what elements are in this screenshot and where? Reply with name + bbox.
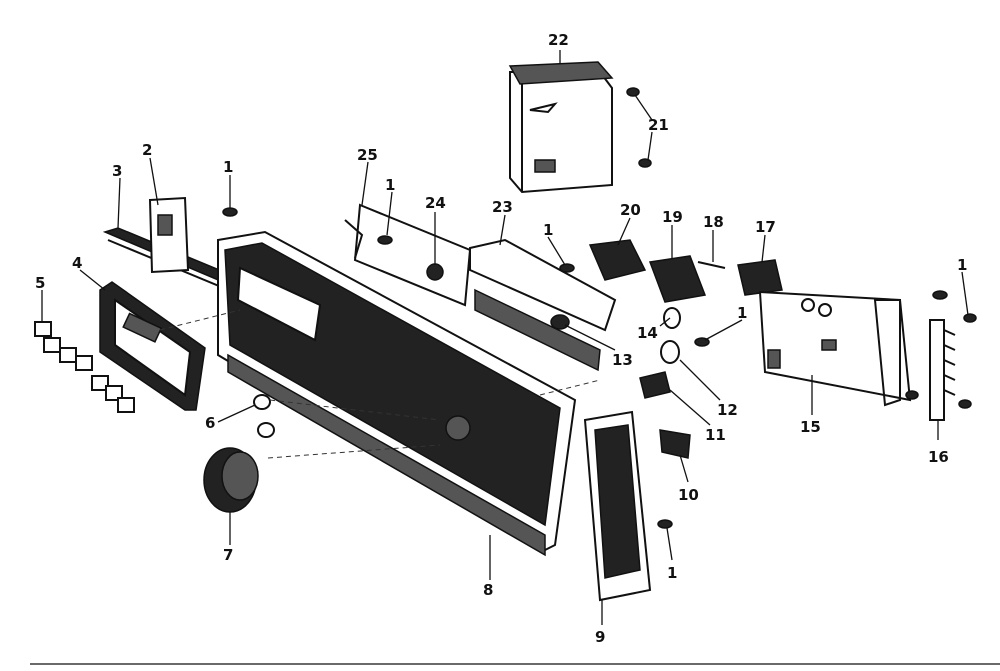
callout-13: 13 xyxy=(612,351,633,369)
callout-12: 12 xyxy=(717,401,738,419)
callout-7: 7 xyxy=(223,546,233,564)
callout-25: 25 xyxy=(357,146,378,164)
callout-23: 23 xyxy=(492,198,513,216)
callout-1: 1 xyxy=(737,304,747,322)
callout-21: 21 xyxy=(648,116,669,134)
part-11-switch xyxy=(639,371,671,399)
part-18-pin xyxy=(697,261,726,269)
part-4-trim-frame xyxy=(99,281,206,411)
part-22-cover xyxy=(508,61,614,194)
callout-3: 3 xyxy=(112,162,122,180)
callout-8: 8 xyxy=(483,581,493,599)
callout-5: 5 xyxy=(35,274,45,292)
part-6-small-knobs xyxy=(253,394,275,438)
callout-19: 19 xyxy=(662,208,683,226)
part-23-switch-strip xyxy=(469,238,617,372)
callout-24: 24 xyxy=(425,194,446,212)
part-21-screws xyxy=(626,87,652,168)
leader-lines xyxy=(41,50,969,625)
part-15-mounting-plate xyxy=(758,290,912,407)
part-10-switch xyxy=(659,429,691,459)
callout-10: 10 xyxy=(678,486,699,504)
callout-22: 22 xyxy=(548,31,569,49)
callout-1: 1 xyxy=(385,176,395,194)
part-14-lamp xyxy=(663,307,681,329)
callout-1: 1 xyxy=(543,221,553,239)
assembly-lines xyxy=(159,309,601,459)
part-12-lamp xyxy=(660,340,680,364)
part-16-terminal-strip xyxy=(929,319,956,421)
part-17-connector xyxy=(737,259,783,296)
callout-15: 15 xyxy=(800,418,821,436)
callout-16: 16 xyxy=(928,448,949,466)
callout-labels: 1 1 1 1 1 1 2 3 4 5 6 7 8 9 10 11 12 13 … xyxy=(35,31,967,646)
callout-17: 17 xyxy=(755,218,776,236)
part-13-socket xyxy=(550,314,570,330)
screws-part-1 xyxy=(222,207,977,529)
callout-1: 1 xyxy=(223,158,233,176)
part-20-switch xyxy=(588,239,647,281)
part-8-console-panel xyxy=(217,230,577,557)
part-9-side-plate xyxy=(583,410,652,602)
part-24-clip xyxy=(426,263,444,281)
part-19-switch xyxy=(648,255,707,303)
callout-4: 4 xyxy=(72,254,82,272)
part-2-bracket xyxy=(148,196,190,274)
callout-1: 1 xyxy=(667,564,677,582)
callout-14: 14 xyxy=(637,324,658,342)
part-5-buttons xyxy=(34,321,135,413)
part-25-bracket xyxy=(344,203,472,307)
callout-2: 2 xyxy=(142,141,152,159)
callout-1: 1 xyxy=(957,256,967,274)
callout-18: 18 xyxy=(703,213,724,231)
callout-11: 11 xyxy=(705,426,726,444)
part-7-dial-knob xyxy=(203,447,259,513)
callout-6: 6 xyxy=(205,414,215,432)
callout-20: 20 xyxy=(620,201,641,219)
callout-9: 9 xyxy=(595,628,605,646)
